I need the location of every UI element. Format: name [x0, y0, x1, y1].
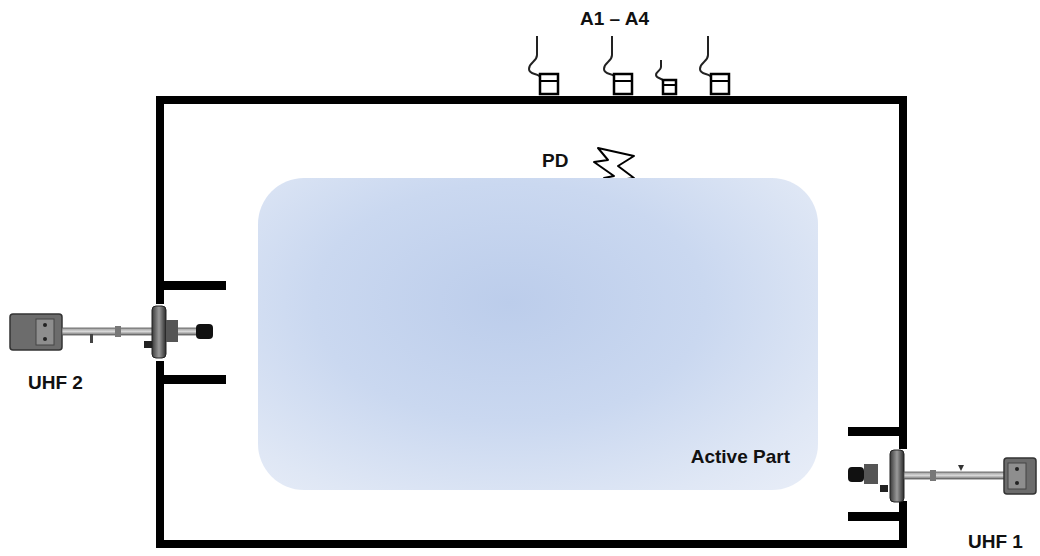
probe-tip [196, 324, 213, 339]
probe-handle [1004, 458, 1036, 494]
probe-screw [43, 337, 47, 341]
probe-body [166, 320, 178, 342]
probe-valve [958, 465, 964, 471]
acoustic-sensor [663, 80, 676, 94]
sensor-divider [541, 80, 557, 82]
probe-flange [890, 450, 904, 502]
probe-screw [1015, 467, 1019, 471]
sensor-divider [712, 80, 728, 82]
sensor-divider [664, 84, 675, 86]
probe-flange [152, 306, 166, 358]
sensor-label: A1 – A4 [580, 8, 649, 30]
port-flange [848, 512, 901, 521]
probe-collar [930, 470, 936, 481]
acoustic-sensor [540, 74, 729, 94]
probe-handle [1008, 463, 1026, 489]
port-flange [848, 427, 901, 436]
probe-valve [90, 334, 93, 343]
port-flange [162, 281, 226, 290]
acoustic-sensor [711, 74, 729, 94]
port-flange [162, 375, 226, 384]
pd-label: PD [542, 150, 568, 172]
probe-label: UHF 2 [28, 372, 83, 394]
probe-body [864, 464, 878, 484]
tank-wall [160, 100, 903, 544]
probe-collar [115, 326, 121, 337]
probe-rod [62, 328, 202, 335]
probe-nut [144, 341, 152, 348]
acoustic-sensor [614, 74, 632, 94]
probe-handle [36, 319, 54, 345]
probe-nut [880, 485, 888, 492]
acoustic-sensor [540, 74, 558, 94]
probe-screw [43, 323, 47, 327]
probe-rod [904, 472, 1006, 479]
sensor-divider [615, 80, 631, 82]
probe-screw [1015, 481, 1019, 485]
part-label: Active Part [691, 446, 790, 468]
active-part: Active Part [258, 178, 818, 490]
probe-handle [10, 314, 62, 350]
sensor-divider [541, 81, 728, 85]
uhf-probe [10, 306, 213, 358]
uhf-probe [848, 450, 1036, 502]
probe-label: UHF 1 [968, 531, 1023, 553]
probe-tip [848, 467, 864, 482]
